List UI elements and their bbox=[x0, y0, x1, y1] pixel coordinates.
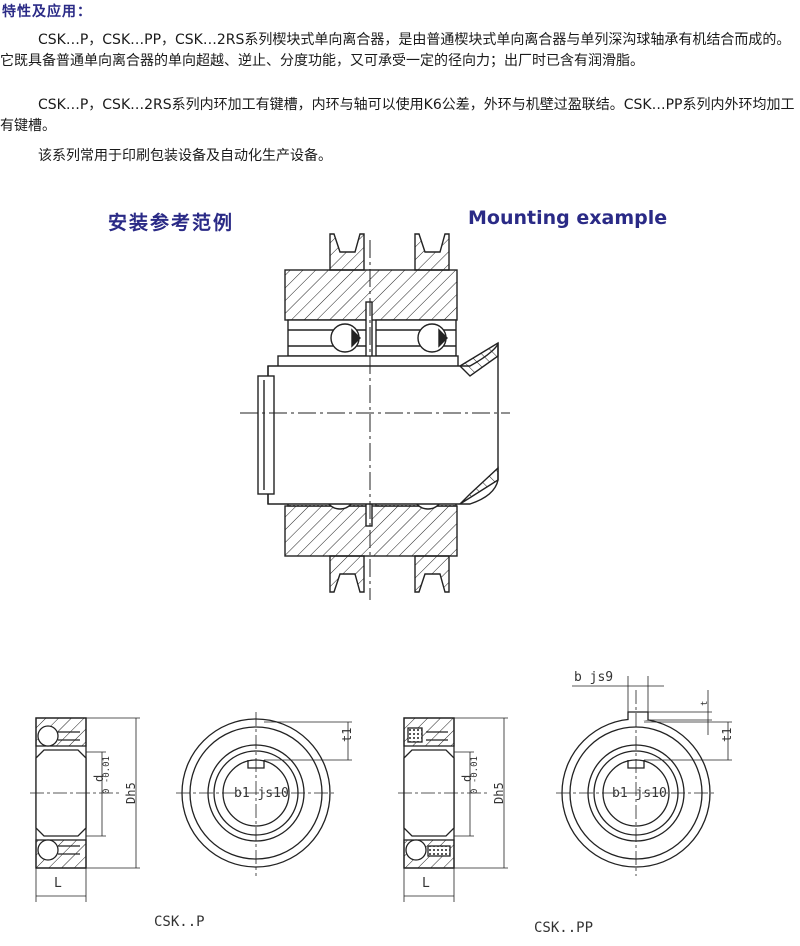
dim-l-left: L bbox=[54, 876, 62, 891]
caption-csk-p: CSK..P bbox=[154, 914, 205, 930]
mounting-example-label-cn: 安装参考范例 bbox=[108, 212, 235, 234]
dim-t1-left: t1 bbox=[340, 727, 354, 742]
caption-csk-pp: CSK..PP bbox=[534, 920, 594, 936]
dim-t1-right: t1 bbox=[720, 727, 734, 742]
mounting-example-label-en: Mounting example bbox=[468, 207, 668, 229]
csk-p-front-view bbox=[176, 712, 352, 876]
dim-dh5-left: Dh5 bbox=[124, 782, 138, 804]
dim-t-right: t bbox=[700, 700, 710, 706]
dim-dh5-right: Dh5 bbox=[492, 782, 506, 804]
csk-pp-front-view bbox=[556, 676, 732, 876]
section-heading: 特性及应用： bbox=[2, 4, 92, 20]
csk-p-side-view bbox=[30, 717, 140, 902]
dim-d-tol-left: 0 -0.01 bbox=[102, 756, 112, 794]
dim-b-right: b js9 bbox=[574, 670, 614, 685]
paragraph-features: CSK…P，CSK…PP，CSK…2RS系列楔块式单向离合器，是由普通楔块式单向… bbox=[0, 32, 791, 69]
dim-b1-left: b1 js10 bbox=[234, 786, 289, 801]
dim-l-right: L bbox=[422, 876, 430, 891]
paragraph-applications: 该系列常用于印刷包装设备及自动化生产设备。 bbox=[38, 148, 332, 164]
paragraph-keyways: CSK…P，CSK…2RS系列内环加工有键槽，内环与轴可以使用K6公差，外环与机… bbox=[0, 97, 795, 134]
dim-d-tol-right: 0 -0.01 bbox=[470, 756, 480, 794]
csk-pp-side-view bbox=[398, 717, 508, 902]
dim-b1-right: b1 js10 bbox=[612, 786, 667, 801]
mounting-assembly-drawing bbox=[240, 233, 510, 600]
